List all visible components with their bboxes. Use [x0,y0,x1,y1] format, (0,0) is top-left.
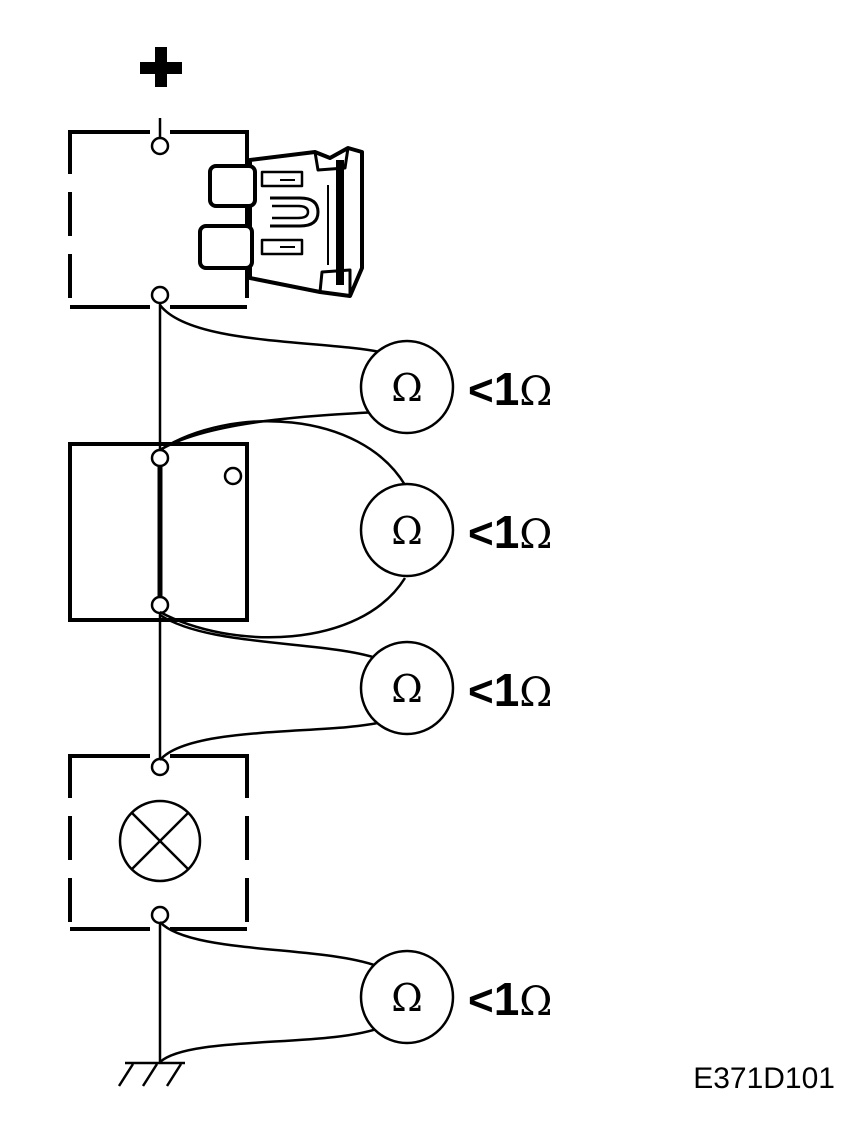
lamp-terminal-bottom [150,905,170,925]
figure-id: E371D101 [693,1062,835,1095]
ohmmeter-icon [359,949,455,1045]
ohmmeter-icon [359,640,455,736]
ohmmeter-3: Ω <1Ω [359,640,552,736]
ohmmeter-3-reading: <1Ω [468,664,552,716]
switch-terminal-top [150,448,170,468]
lamp-terminal-top [150,757,170,777]
ohmmeter-1-symbol: Ω [391,366,423,410]
ohmmeter-1-reading: <1Ω [468,363,552,415]
lamp-box [68,754,249,931]
lamp-icon [118,799,202,883]
ground-icon [117,1061,185,1087]
plus-icon [140,47,182,87]
ohmmeter-2-reading: <1Ω [468,506,552,558]
fuse-box [68,130,249,309]
ohmmeter-1: Ω <1Ω [359,339,552,435]
fuse-icon [198,146,364,298]
ohmmeter-4: Ω <1Ω [359,949,552,1045]
ohmmeter-2: Ω <1Ω [359,482,552,578]
ohmmeter-icon [359,339,455,435]
switch-terminal-aux [223,466,243,486]
switch-terminal-bottom [150,595,170,615]
ohmmeter-3-symbol: Ω [391,667,423,711]
ohmmeter-4-reading: <1Ω [468,973,552,1025]
switch-box [68,442,249,622]
ohmmeter-2-symbol: Ω [391,509,423,553]
ohmmeter-icon [359,482,455,578]
fuse-terminal-top [150,136,170,156]
fuse-terminal-bottom [150,285,170,305]
meter-leads [159,304,407,1063]
ohmmeter-4-symbol: Ω [391,976,423,1020]
